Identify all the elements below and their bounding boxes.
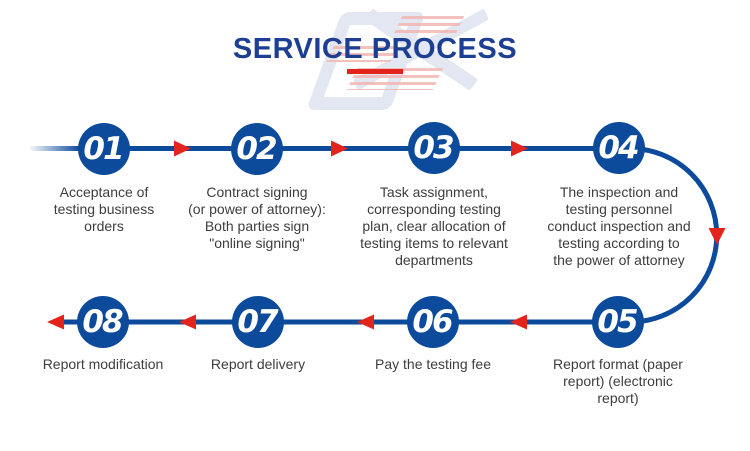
flow-arrow-left-icon xyxy=(357,314,374,330)
step-05-label: Report format (paper report) (electronic… xyxy=(553,356,683,406)
flow-arrow-right-icon xyxy=(174,140,191,157)
step-08-label: Report modification xyxy=(42,356,164,372)
step-01-label: Acceptance of testing business orders xyxy=(53,184,155,234)
page-title: SERVICE PROCESS xyxy=(232,33,518,65)
step-04-number-badge: 04 xyxy=(593,122,645,174)
step-02-number-badge: 02 xyxy=(231,123,283,175)
step-01-number-badge: 01 xyxy=(78,123,130,175)
flow-arrow-down-icon xyxy=(708,228,726,245)
step-03-number-badge: 03 xyxy=(408,122,460,174)
step-04-label: The inspection and testing personnel con… xyxy=(547,184,691,268)
flow-arrow-right-icon xyxy=(511,140,528,157)
step-06-label: Pay the testing fee xyxy=(375,356,491,372)
step-06-number-badge: 06 xyxy=(407,296,459,348)
flow-arrow-right-icon xyxy=(331,140,348,157)
flow-arrow-left-icon xyxy=(47,314,64,330)
step-03-label: Task assignment, corresponding testing p… xyxy=(360,184,508,268)
flow-arrow-left-icon xyxy=(510,314,527,330)
step-02-label: Contract signing (or power of attorney):… xyxy=(188,184,326,251)
flow-arrow-left-icon xyxy=(179,314,196,330)
step-08-number-badge: 08 xyxy=(77,296,129,348)
step-07-number-badge: 07 xyxy=(232,296,284,348)
step-05-number-badge: 05 xyxy=(592,296,644,348)
step-07-label: Report delivery xyxy=(210,356,306,372)
flow-line-fade xyxy=(28,142,80,155)
title-underline xyxy=(347,69,403,74)
